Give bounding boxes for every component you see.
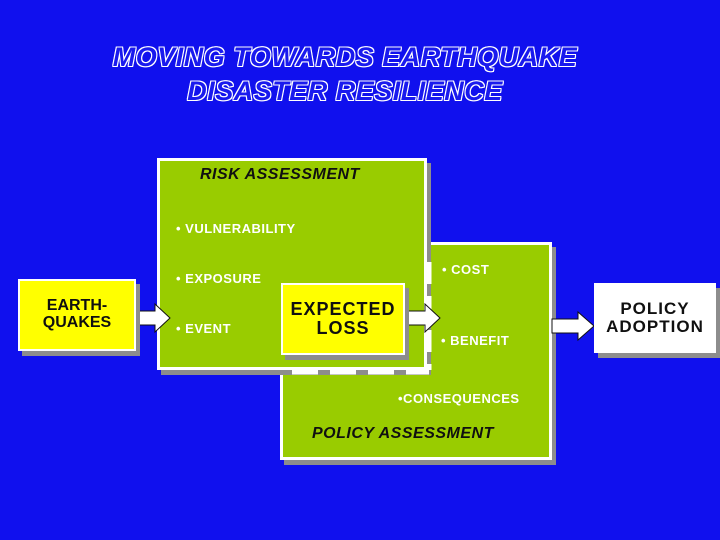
earthquakes-box: EARTH- QUAKES [18,279,136,351]
bullet-vulnerability: • VULNERABILITY [176,221,296,236]
arrow-earthquakes-to-risk [138,302,171,334]
title-line-1: MOVING TOWARDS EARTHQUAKE [112,42,578,72]
bullet-consequences: •CONSEQUENCES [398,391,520,406]
bullet-benefit: • BENEFIT [441,333,510,348]
bullet-event: • EVENT [176,321,232,336]
policy-assessment-label: POLICY ASSESSMENT [312,425,494,442]
risk-assessment-label: RISK ASSESSMENT [200,166,360,183]
policy-adoption-box: POLICY ADOPTION [594,283,716,353]
title-line-2: DISASTER RESILIENCE [187,76,503,106]
arrow-policy-to-adoption [551,310,595,342]
bullet-cost: • COST [442,262,490,277]
arrow-loss-to-policy [404,302,441,334]
expected-loss-box: EXPECTED LOSS [281,283,405,355]
bullet-exposure: • EXPOSURE [176,271,262,286]
